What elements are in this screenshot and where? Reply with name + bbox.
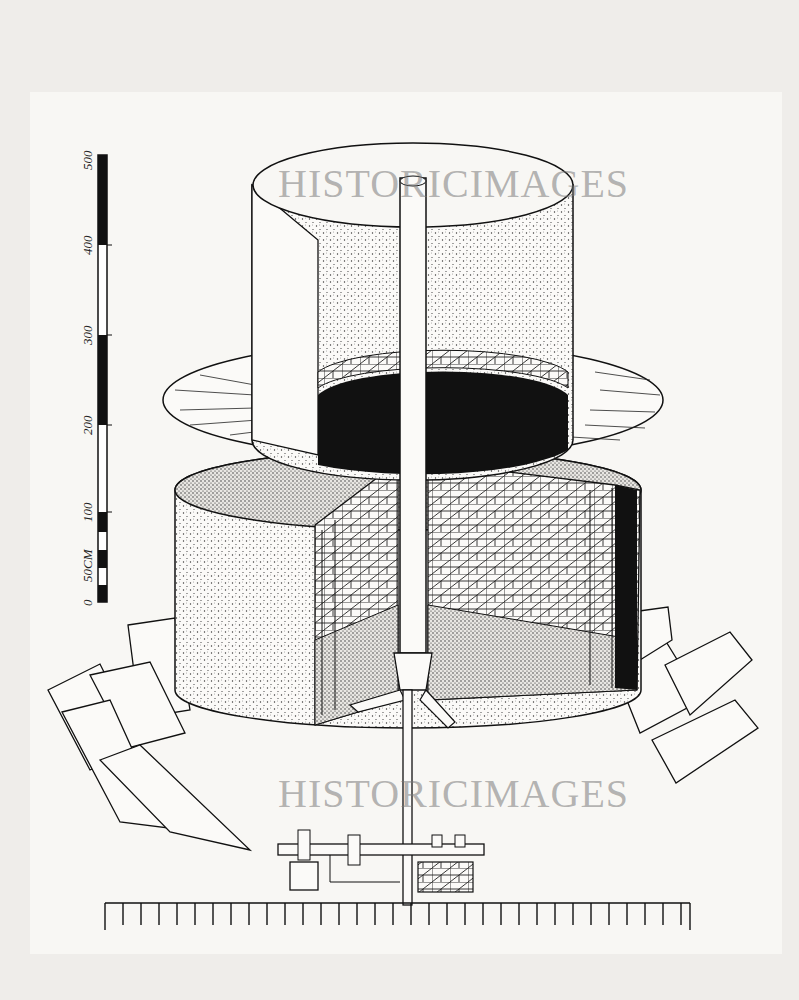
scale-number: 0: [80, 600, 96, 607]
watermark: HISTORICIMAGES: [278, 770, 629, 817]
watermark: HISTORICIMAGES: [278, 160, 629, 207]
scale-number: 300: [80, 326, 96, 346]
scale-number: 200: [80, 416, 96, 436]
ground-ruler: [105, 903, 690, 930]
scale-bar: [98, 155, 112, 602]
scale-number: 400: [80, 236, 96, 256]
scale-number: 50CM: [80, 550, 96, 583]
scale-number: 100: [80, 503, 96, 523]
print-area: [30, 92, 782, 954]
scale-number: 500: [80, 151, 96, 171]
